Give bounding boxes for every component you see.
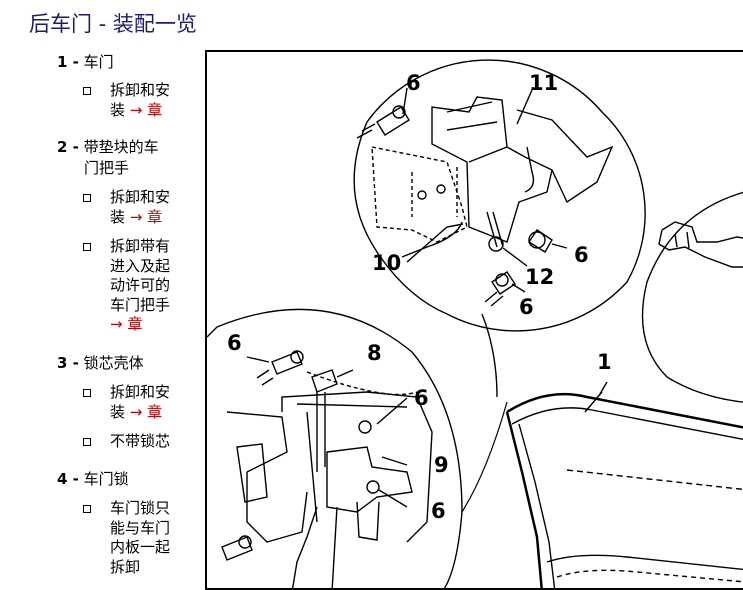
item-number: 1 - [57,53,79,71]
assembly-drawing: 6 11 10 12 6 6 6 8 6 9 6 1 [207,52,743,590]
callout-8: 8 [367,341,382,365]
callout-6: 6 [414,386,429,410]
square-bullet-icon [83,87,91,95]
item-number: 4 - [57,470,79,488]
callout-6: 6 [406,71,421,95]
square-bullet-icon [83,438,91,446]
callout-11: 11 [529,71,558,95]
item-number: 2 - [57,138,79,156]
square-bullet-icon [83,243,91,251]
subitem-text: 拆卸和安 [110,188,190,208]
callout-6: 6 [227,331,242,355]
callout-6: 6 [519,295,534,319]
item-number: 3 - [57,354,79,372]
legend-item-1: 1 - 车门 [57,52,114,73]
subitem-text: 拆卸和安 [110,81,190,101]
chapter-link[interactable]: → 章 [130,403,162,421]
chapter-link[interactable]: → 章 [110,315,142,333]
callout-6: 6 [574,243,589,267]
chapter-link[interactable]: → 章 [130,101,162,119]
subitem-text: 车门锁只 [110,499,190,519]
subitem-text: 装 [110,403,125,421]
callout-1: 1 [597,350,612,374]
subitem-text: 能与车门 [110,519,190,539]
callout-9: 9 [434,453,449,477]
subitem-text: 车门把手 [110,296,190,316]
subitem-text: 不带锁芯 [110,432,190,452]
subitem-text: 装 [110,101,125,119]
callout-10: 10 [372,251,401,275]
item-label: 带垫块的车 [84,138,159,156]
legend-item-2: 2 - 带垫块的车 [57,137,159,158]
chapter-link[interactable]: → 章 [130,208,162,226]
subitem-text: 内板一起 [110,538,190,558]
detail-circle-left [217,309,462,590]
assembly-diagram: 6 11 10 12 6 6 6 8 6 9 6 1 [205,50,743,590]
subitem-text: 进入及起 [110,257,190,277]
legend-item-4: 4 - 车门锁 [57,469,129,490]
legend-item-2-label-cont: 门把手 [84,158,129,179]
callout-6: 6 [431,499,446,523]
subitem-text: 拆卸 [110,558,190,578]
subitem-text: 拆卸和安 [110,383,190,403]
subitem-text: 拆卸带有 [110,237,190,257]
legend-item-3: 3 - 锁芯壳体 [57,353,144,374]
detail-circle-right [643,187,743,404]
subitem-text: 装 [110,208,125,226]
item-label: 车门锁 [84,470,129,488]
square-bullet-icon [83,505,91,513]
callout-12: 12 [525,265,554,289]
page-title: 后车门 - 装配一览 [29,8,197,38]
square-bullet-icon [83,389,91,397]
square-bullet-icon [83,194,91,202]
subitem-text: 动许可的 [110,276,190,296]
item-label: 锁芯壳体 [84,354,144,372]
item-label: 车门 [84,53,114,71]
